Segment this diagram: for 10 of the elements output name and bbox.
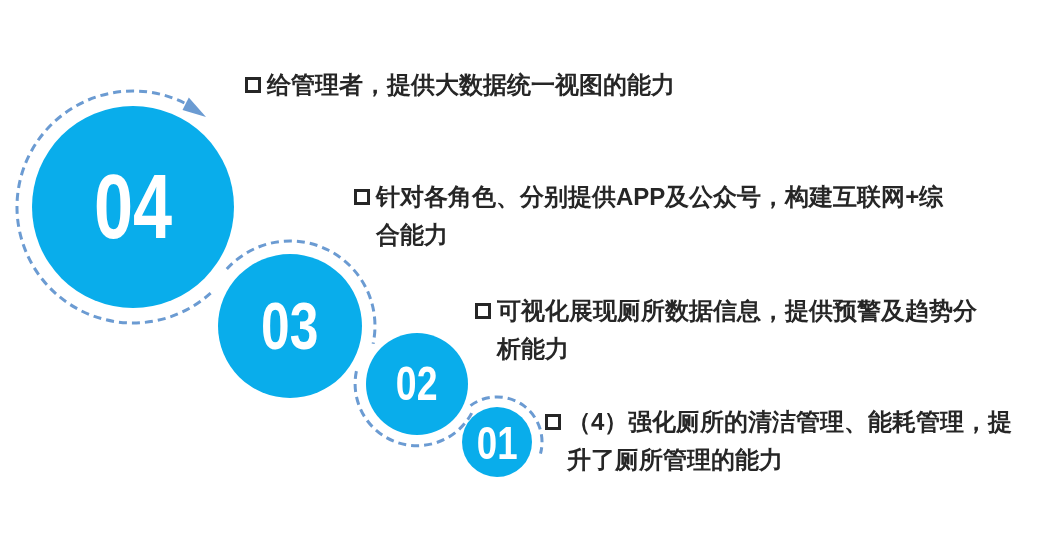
description-text: 针对各角色、分别提供APP及公众号，构建互联网+综合能力 [376, 182, 945, 250]
step-number: 03 [261, 293, 319, 359]
number-circle [462, 407, 532, 477]
description-text: 可视化展现厕所数据信息，提供预警及趋势分析能力 [497, 296, 978, 364]
number-circle [366, 333, 468, 435]
step-number: 01 [476, 418, 518, 466]
step-number: 02 [396, 360, 438, 408]
description-text: （4）强化厕所的清洁管理、能耗管理，提升了厕所管理的能力 [567, 407, 1014, 475]
step-number: 04 [93, 162, 173, 252]
description-text: 给管理者，提供大数据统一视图的能力 [267, 70, 676, 100]
